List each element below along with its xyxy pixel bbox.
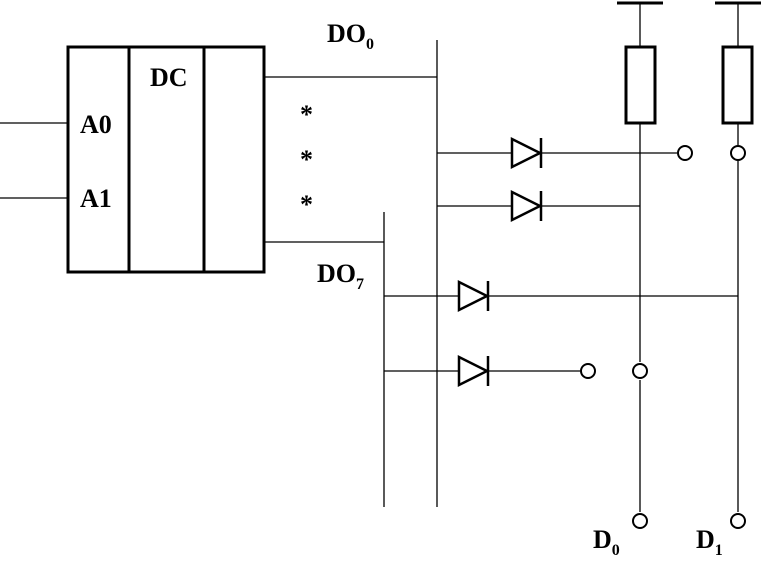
output-terminal-d1 [730,513,746,529]
output-label-d1-base: D [696,525,715,554]
word-lines [383,40,438,507]
output-label-d0-sub: 0 [612,542,620,559]
resistor-d1 [721,45,754,125]
output-label-d0-base: D [593,525,612,554]
diode-2-triangle [510,189,543,223]
ellipsis-star-3: * [300,190,313,219]
open-contact-row-4-d0 [632,363,648,379]
decoder-block: DC [66,45,266,274]
pull-up-section [617,1,761,125]
open-contact-row-4-left [580,363,596,379]
address-inputs: A0 A1 [0,110,112,213]
output-label-do0-sub: 0 [366,36,374,53]
open-contact-row-1-d1 [730,145,746,161]
decoder-outline [66,45,266,274]
diode-row-4 [384,354,648,388]
input-label-a0: A0 [80,110,112,139]
output-label-do7: DO7 [317,259,364,293]
output-label-do0-base: DO [327,19,366,48]
bit-lines [639,123,739,512]
output-label-do7-base: DO [317,259,356,288]
input-label-a1: A1 [80,184,112,213]
resistor-d0 [624,45,657,125]
decoder-outputs: DO0 DO7 * * * [264,19,437,293]
diode-4-triangle [457,354,490,388]
diode-row-3 [384,279,738,313]
ellipsis-star-1: * [300,100,313,129]
ellipsis-star-2: * [300,145,313,174]
output-label-d0: D0 [593,525,620,559]
output-label-d1: D1 [696,525,723,559]
output-label-do7-sub: 7 [356,276,364,293]
output-terminal-d0 [632,513,648,529]
data-outputs: D0 D1 [593,513,746,559]
output-label-do0: DO0 [327,19,374,53]
diode-row-2 [437,189,640,223]
output-label-d1-sub: 1 [715,542,723,559]
open-contact-row-1-d0 [677,145,693,161]
decoder-title: DC [150,63,188,92]
diode-row-1 [437,136,746,170]
diode-1-triangle [510,136,543,170]
diode-3-triangle [457,279,490,313]
